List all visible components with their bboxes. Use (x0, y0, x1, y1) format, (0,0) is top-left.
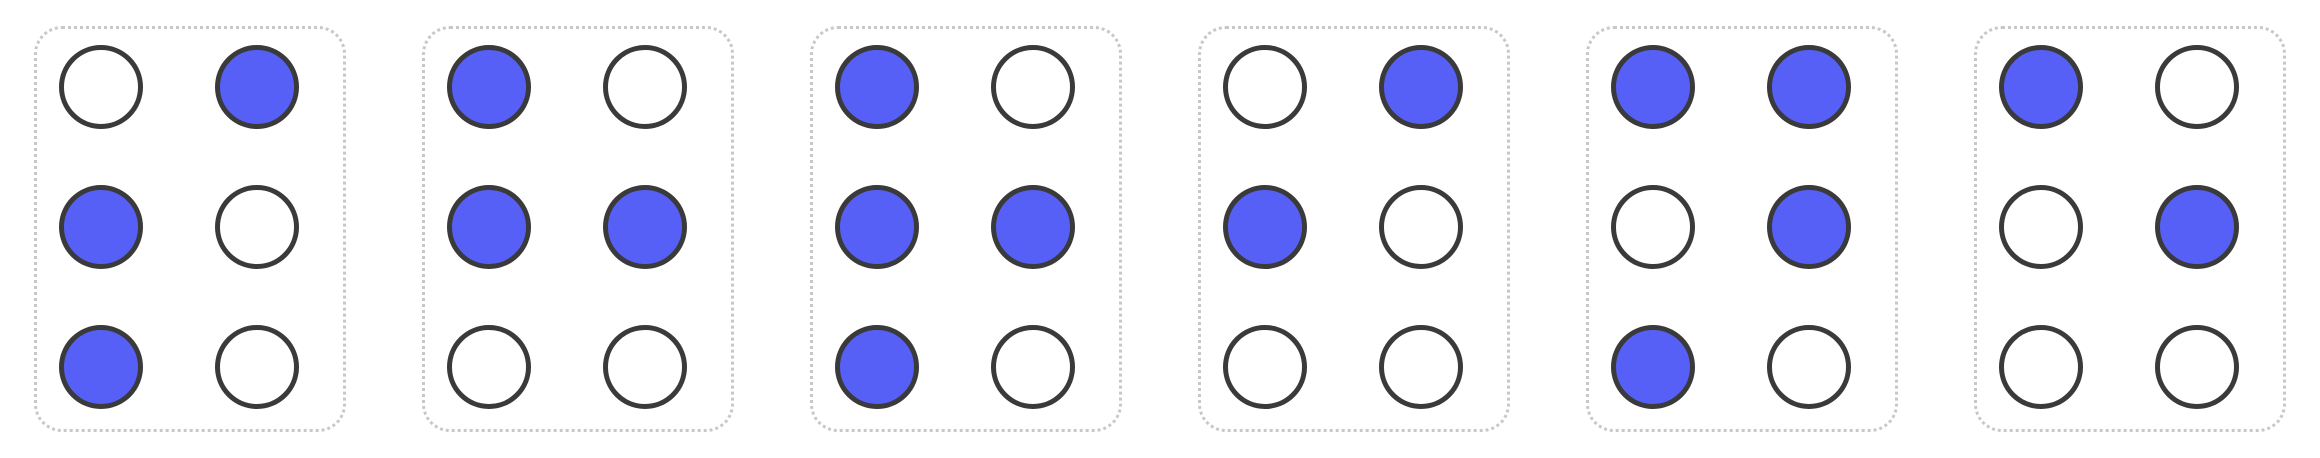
flat-dot-r3-c1 (1223, 325, 1307, 409)
raised-dot-r1-c2 (1379, 45, 1463, 129)
flat-dot-r1-c1 (1223, 45, 1307, 129)
raised-dot-r1-c2 (1767, 45, 1851, 129)
flat-dot-r1-c2 (2155, 45, 2239, 129)
braille-cell-4 (1198, 26, 1510, 432)
flat-dot-r3-c1 (1999, 325, 2083, 409)
flat-dot-r1-c2 (603, 45, 687, 129)
raised-dot-r3-c1 (835, 325, 919, 409)
raised-dot-r2-c2 (991, 185, 1075, 269)
flat-dot-r3-c2 (603, 325, 687, 409)
flat-dot-r3-c2 (1767, 325, 1851, 409)
raised-dot-r3-c1 (1611, 325, 1695, 409)
braille-cell-5 (1586, 26, 1898, 432)
raised-dot-r1-c1 (1999, 45, 2083, 129)
raised-dot-r2-c2 (603, 185, 687, 269)
flat-dot-r2-c2 (1379, 185, 1463, 269)
raised-dot-r2-c1 (1223, 185, 1307, 269)
flat-dot-r2-c1 (1611, 185, 1695, 269)
flat-dot-r3-c2 (1379, 325, 1463, 409)
flat-dot-r2-c2 (215, 185, 299, 269)
braille-cell-6 (1974, 26, 2286, 432)
raised-dot-r1-c1 (835, 45, 919, 129)
braille-cell-2 (422, 26, 734, 432)
flat-dot-r2-c1 (1999, 185, 2083, 269)
raised-dot-r2-c1 (59, 185, 143, 269)
flat-dot-r3-c1 (447, 325, 531, 409)
raised-dot-r2-c2 (2155, 185, 2239, 269)
braille-cell-1 (34, 26, 346, 432)
raised-dot-r1-c1 (447, 45, 531, 129)
flat-dot-r1-c1 (59, 45, 143, 129)
flat-dot-r3-c2 (2155, 325, 2239, 409)
raised-dot-r2-c2 (1767, 185, 1851, 269)
raised-dot-r1-c2 (215, 45, 299, 129)
raised-dot-r1-c1 (1611, 45, 1695, 129)
braille-cell-3 (810, 26, 1122, 432)
raised-dot-r2-c1 (447, 185, 531, 269)
raised-dot-r2-c1 (835, 185, 919, 269)
flat-dot-r1-c2 (991, 45, 1075, 129)
flat-dot-r3-c2 (215, 325, 299, 409)
raised-dot-r3-c1 (59, 325, 143, 409)
flat-dot-r3-c2 (991, 325, 1075, 409)
